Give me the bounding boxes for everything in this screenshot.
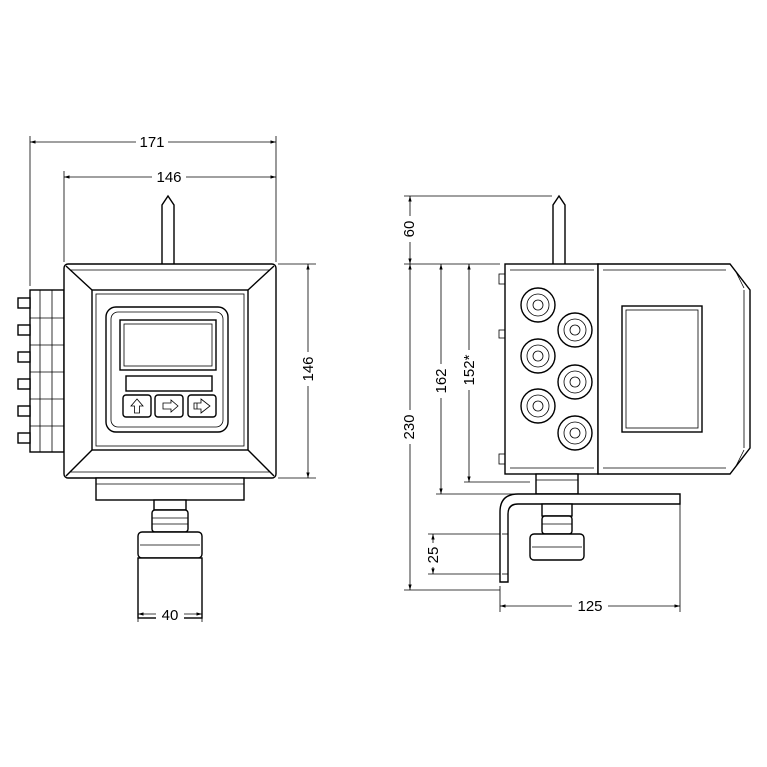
dim-total-height: 230 bbox=[401, 264, 500, 591]
gland bbox=[557, 312, 593, 348]
dim-25-label: 25 bbox=[425, 547, 442, 564]
dim-bracket-gap: 25 bbox=[424, 533, 500, 575]
side-antenna bbox=[552, 194, 566, 264]
dim-171-label: 171 bbox=[139, 134, 164, 151]
dim-body-height-side: 162 bbox=[432, 264, 518, 495]
dim-146-vertical-label: 146 bbox=[300, 356, 317, 381]
dim-antenna-height: 60 bbox=[401, 195, 552, 264]
dim-125-label: 125 bbox=[577, 598, 602, 615]
gland bbox=[520, 338, 556, 374]
side-cable-glands bbox=[520, 287, 593, 451]
side-view: 60 230 162 152* bbox=[401, 194, 751, 615]
dim-overall-width: 171 bbox=[29, 133, 277, 286]
side-mount-bracket bbox=[499, 473, 681, 583]
gland bbox=[520, 388, 556, 424]
dim-body-height: 146 bbox=[278, 263, 317, 479]
side-housing bbox=[498, 263, 751, 475]
dim-230-label: 230 bbox=[401, 414, 418, 439]
dim-146-label: 146 bbox=[156, 169, 181, 186]
enter-button[interactable] bbox=[187, 394, 217, 418]
dim-40-label: 40 bbox=[162, 607, 179, 624]
dim-162-label: 162 bbox=[433, 368, 450, 393]
arrow-right-icon bbox=[162, 399, 179, 413]
dim-152-label: 152* bbox=[461, 354, 478, 385]
arrow-up-icon bbox=[130, 398, 144, 414]
cable-glands-left bbox=[17, 289, 65, 453]
dim-60-label: 60 bbox=[401, 221, 418, 238]
right-button[interactable] bbox=[154, 394, 184, 418]
display-module bbox=[105, 306, 229, 433]
dim-bracket-length: 125 bbox=[499, 504, 681, 615]
arrow-enter-icon bbox=[193, 398, 211, 414]
up-button[interactable] bbox=[122, 394, 152, 418]
side-screen bbox=[621, 305, 703, 433]
dim-stem-width: 40 bbox=[137, 606, 203, 624]
gland bbox=[557, 364, 593, 400]
status-bar bbox=[125, 375, 213, 392]
dim-body-width: 146 bbox=[63, 168, 276, 262]
antenna bbox=[161, 194, 175, 264]
front-view: 171 146 146 40 bbox=[17, 133, 317, 624]
mounting-base bbox=[95, 477, 245, 619]
gland bbox=[520, 287, 556, 323]
lcd-screen bbox=[119, 319, 217, 371]
dim-inner-height: 152* bbox=[460, 264, 530, 483]
front-bezel bbox=[65, 265, 275, 477]
gland bbox=[557, 415, 593, 451]
keypad[interactable] bbox=[122, 394, 217, 418]
